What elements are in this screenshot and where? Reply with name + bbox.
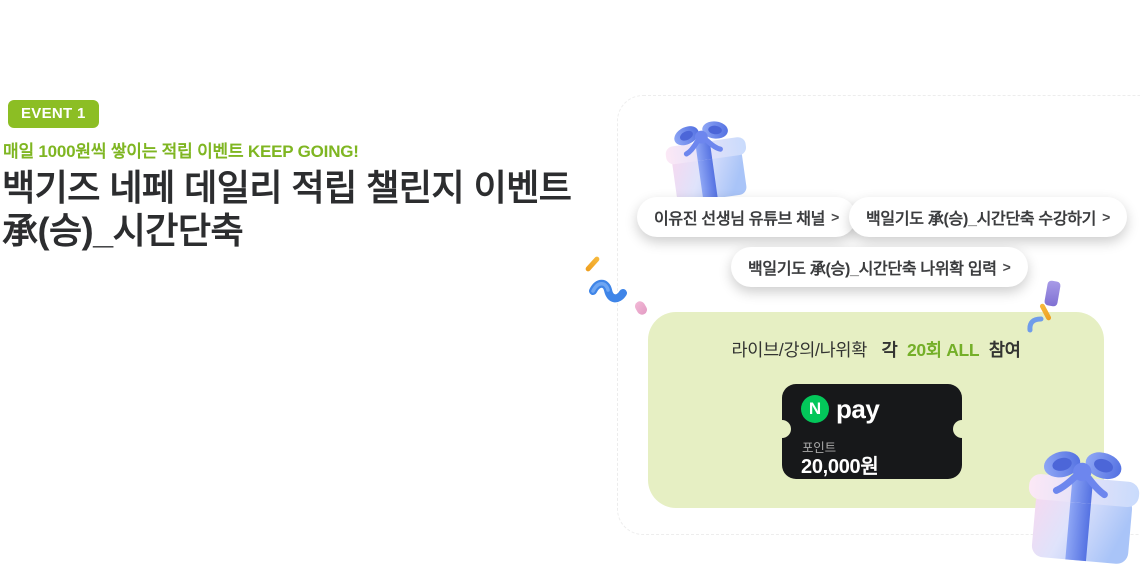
coupon-amount: 20,000원 xyxy=(801,456,879,478)
event-badge: EVENT 1 xyxy=(8,100,99,128)
gift-box-image-bottom xyxy=(1012,428,1140,573)
entry-input-link-label: 백일기도 承(승)_시간단축 나위확 입력 xyxy=(748,261,997,278)
confetti-blue-curl-right-icon xyxy=(1027,315,1045,333)
coupon-point-label: 포인트 xyxy=(802,441,836,455)
course-enroll-link-label: 백일기도 承(승)_시간단축 수강하기 xyxy=(866,211,1097,228)
gift-box-icon xyxy=(665,121,747,203)
reward-condition-heading: 라이브/강의/나위확 각 20회 ALL 참여 xyxy=(648,337,1104,362)
coupon-notch-right xyxy=(953,420,971,438)
event-card-outline xyxy=(617,95,1140,535)
reward-condition-suffix: 참여 xyxy=(988,340,1021,360)
confetti-orange-strand-left-icon xyxy=(584,255,601,273)
confetti-blue-ribbon-left-icon xyxy=(589,279,627,307)
chevron-right-icon: > xyxy=(831,209,839,225)
reward-panel: 라이브/강의/나위확 각 20회 ALL 참여 N pay 포인트 20,000… xyxy=(648,312,1104,508)
coupon-notch-left xyxy=(773,420,791,438)
chevron-right-icon: > xyxy=(1102,209,1110,225)
npay-point-coupon: N pay 포인트 20,000원 xyxy=(773,384,971,479)
reward-condition-mid: 각 xyxy=(881,340,898,360)
gift-box-icon xyxy=(1028,451,1140,564)
youtube-channel-link-label: 이유진 선생님 유튜브 채널 xyxy=(654,211,826,228)
reward-condition-prefix: 라이브/강의/나위확 xyxy=(731,340,868,360)
chevron-right-icon: > xyxy=(1002,259,1011,275)
gift-box-image-top xyxy=(642,110,772,206)
npay-n-icon: N xyxy=(801,395,829,423)
npay-pay-text: pay xyxy=(836,394,880,424)
youtube-channel-link[interactable]: 이유진 선생님 유튜브 채널 > xyxy=(637,197,856,237)
event-title-line2: 承(승)_시간단축 xyxy=(2,210,244,251)
course-enroll-link[interactable]: 백일기도 承(승)_시간단축 수강하기 > xyxy=(849,197,1127,237)
npay-logo: N pay xyxy=(801,394,880,424)
event-title: 백기즈 네페 데일리 적립 챌린지 이벤트 承(승)_시간단축 xyxy=(2,166,572,252)
reward-condition-highlight: 20회 ALL xyxy=(906,340,980,360)
event-title-line1: 백기즈 네페 데일리 적립 챌린지 이벤트 xyxy=(2,167,572,208)
event-subtitle: 매일 1000원씩 쌓이는 적립 이벤트 KEEP GOING! xyxy=(3,142,359,161)
entry-input-link[interactable]: 백일기도 承(승)_시간단축 나위확 입력 > xyxy=(731,247,1028,287)
